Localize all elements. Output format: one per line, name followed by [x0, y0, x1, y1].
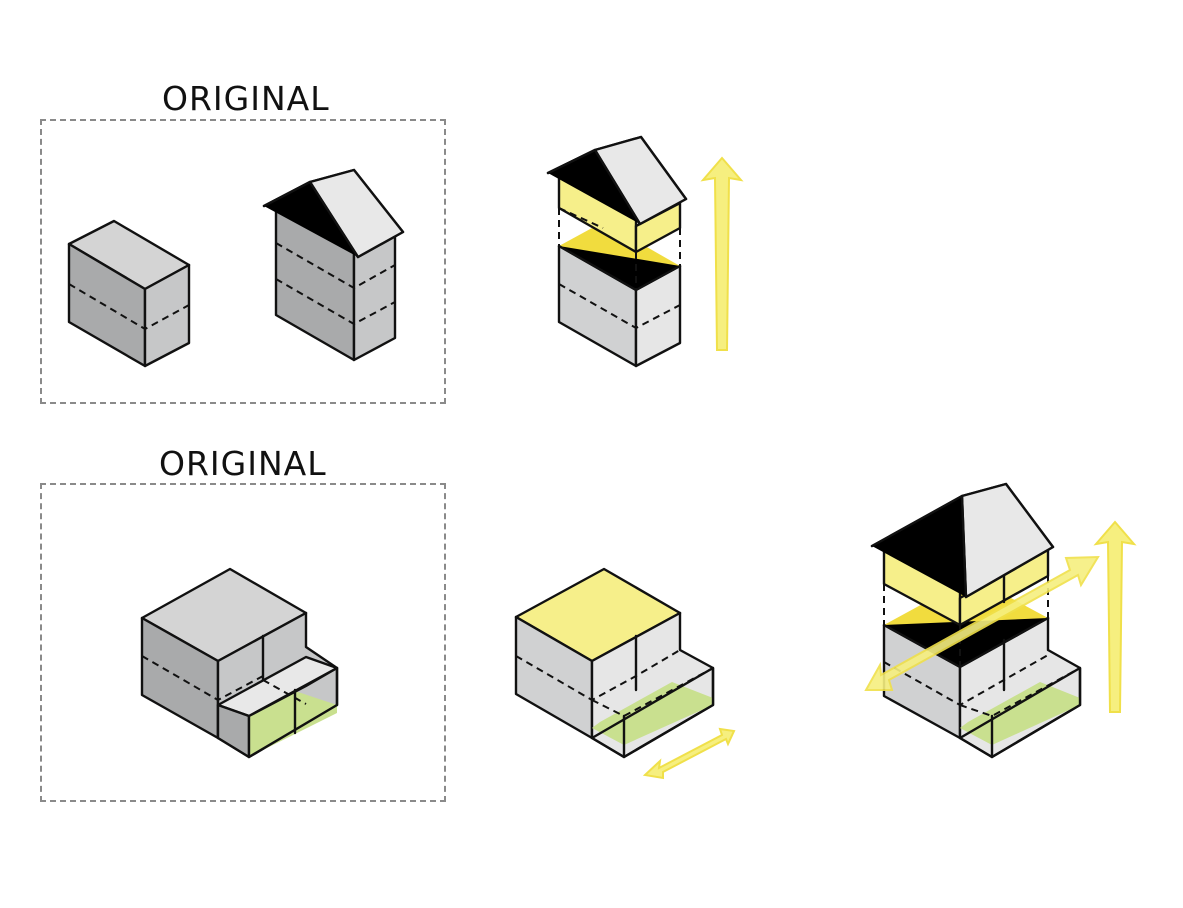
original-complex — [140, 567, 339, 759]
horizontal-arrow-small — [642, 727, 736, 780]
horizontal-extension-house — [514, 567, 715, 759]
original-label-top: ORIGINAL — [162, 79, 330, 118]
original-house-gabled — [262, 168, 405, 362]
horizontal-arrow-large — [864, 555, 1100, 691]
vertical-extension-house — [546, 135, 688, 368]
original-frame-bottom — [40, 483, 446, 802]
combined-extension-house — [870, 482, 1082, 759]
vertical-arrow-top — [700, 156, 744, 351]
original-frame-top — [40, 119, 446, 404]
original-label-bottom: ORIGINAL — [159, 444, 327, 483]
vertical-arrow-bottom — [1093, 520, 1137, 713]
original-box-small — [67, 219, 191, 368]
